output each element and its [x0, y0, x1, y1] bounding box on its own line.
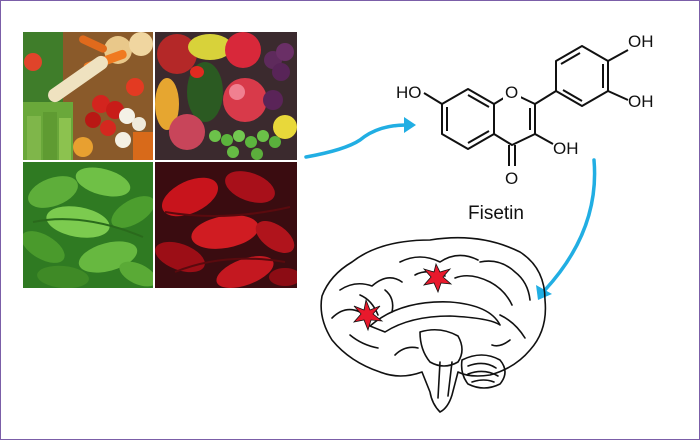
oh-right-label: OH	[628, 92, 654, 111]
oh-bottom-label: OH	[553, 139, 579, 158]
arrow-fisetin-to-brain	[543, 158, 597, 292]
brain-activation-spot-2	[422, 262, 453, 294]
carbonyl-oxygen-label: O	[505, 169, 518, 188]
brain-illustration	[320, 236, 547, 413]
ring-oxygen-mask	[503, 82, 521, 102]
ring-oxygen-label: O	[505, 83, 518, 102]
green-leaves-photo	[23, 162, 153, 288]
food-sources-collage	[23, 32, 297, 288]
fruits-photo	[155, 32, 297, 160]
vegetables-photo	[23, 32, 153, 160]
arrowhead-1-icon	[404, 117, 416, 133]
fisetin-structure	[423, 45, 629, 166]
oh-top-label: OH	[628, 32, 654, 51]
compound-name: Fisetin	[468, 203, 524, 224]
red-leaves-photo	[155, 162, 297, 288]
arrow-foods-to-fisetin	[304, 123, 408, 159]
ho-left-label: HO	[396, 83, 422, 102]
brain-activation-spot-1	[352, 298, 384, 332]
